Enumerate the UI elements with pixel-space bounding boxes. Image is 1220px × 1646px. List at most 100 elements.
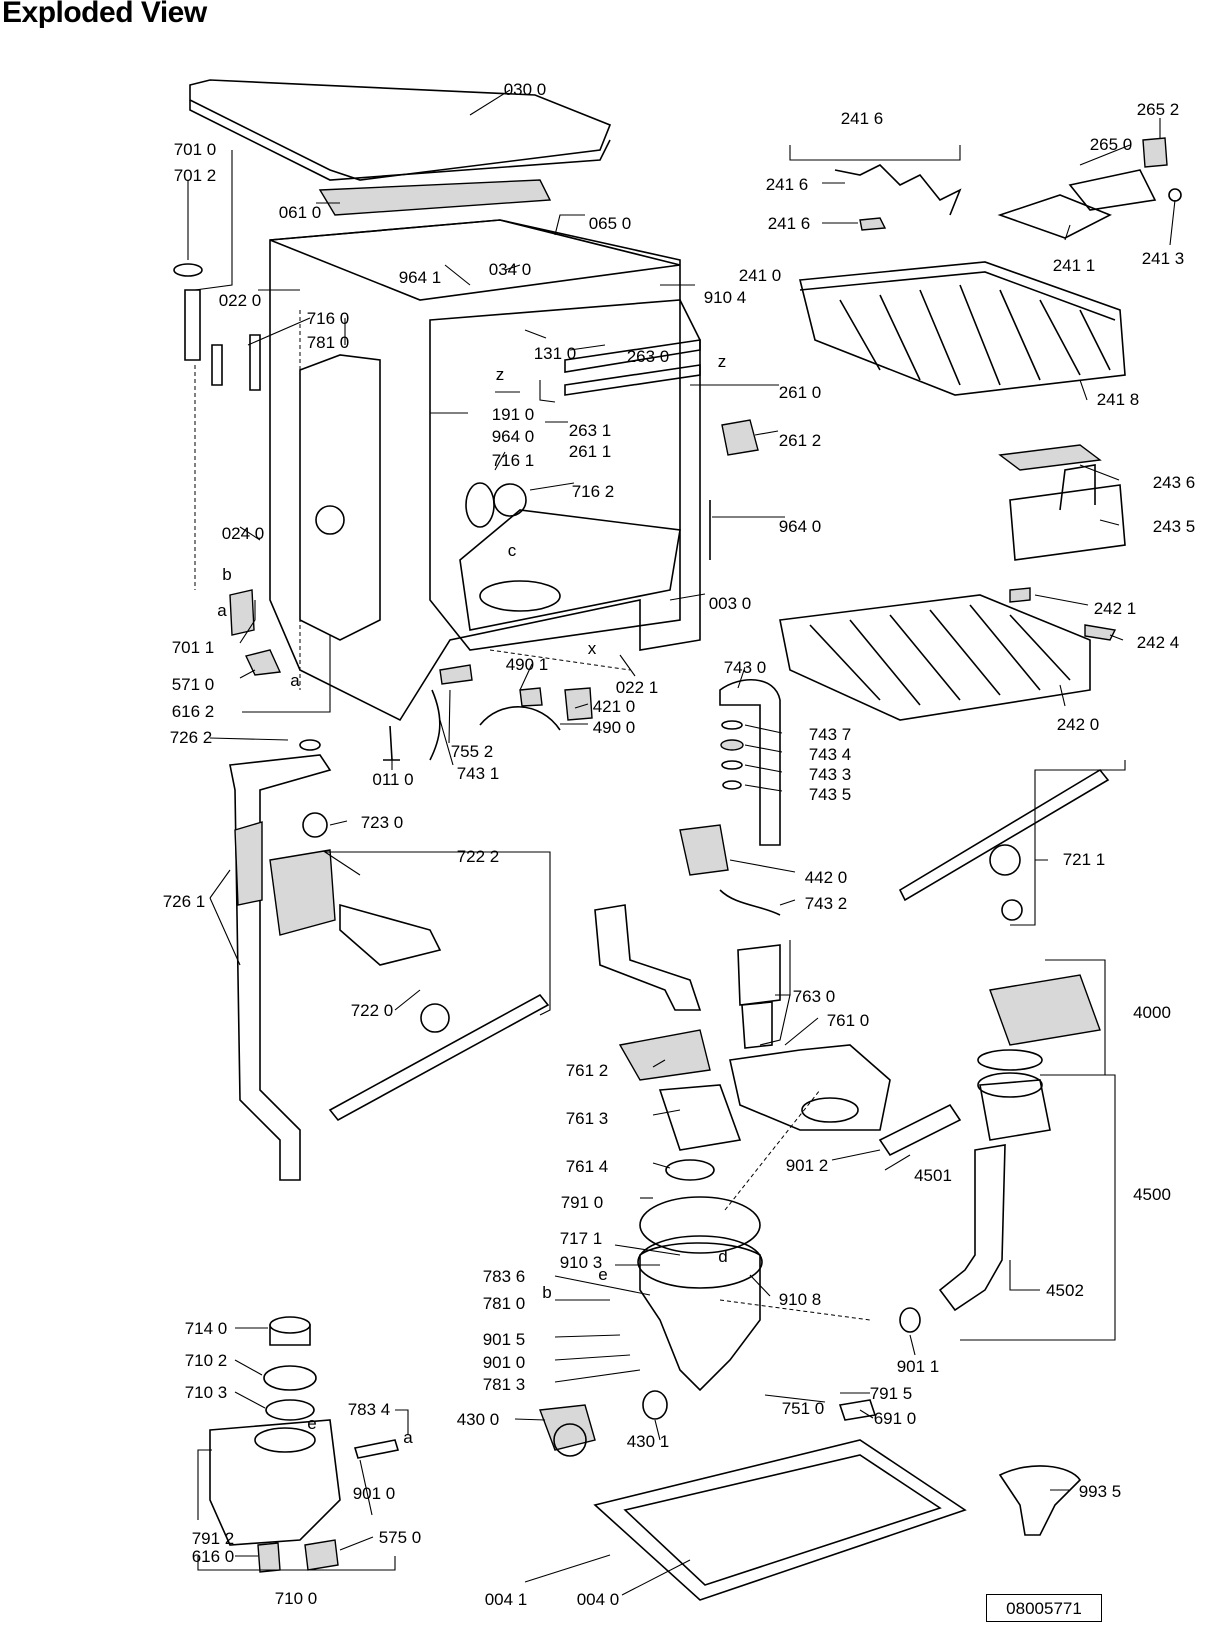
nut-723 <box>302 812 328 838</box>
callout-label: 034 0 <box>489 260 532 279</box>
tub-side-port-right <box>493 483 527 517</box>
connection-letter: d <box>718 1247 727 1266</box>
dash-line-5 <box>719 1299 871 1321</box>
tub-top-rim <box>269 219 681 301</box>
upper-basket <box>798 261 1126 396</box>
callout-label: 065 0 <box>589 214 632 233</box>
callout-labels: 030 0 701 0 701 2 061 0 065 0 022 0 034 … <box>163 80 1196 1609</box>
callout-label: 616 2 <box>172 702 215 721</box>
spray-arm-722 <box>328 993 550 1122</box>
callout-label: 783 6 <box>483 1267 526 1286</box>
spray-arm-bracket <box>269 849 336 936</box>
callout-label: 442 0 <box>805 868 848 887</box>
spray-arm-721-hub <box>989 844 1021 876</box>
heater-691 <box>838 1399 877 1421</box>
tub-side-port <box>465 482 495 528</box>
callout-label: 241 0 <box>739 266 782 285</box>
part-drawings <box>173 79 1182 1601</box>
callout-label: 691 0 <box>874 1409 917 1428</box>
valve-783-4 <box>353 1439 400 1459</box>
callout-label: 131 0 <box>534 344 577 363</box>
callout-label: 710 3 <box>185 1383 228 1402</box>
cutlery-basket-cover <box>998 444 1102 471</box>
spray-arm-721-nut <box>1001 899 1023 921</box>
feed-tube-743-0 <box>719 679 781 846</box>
callout-label: 743 4 <box>809 745 852 764</box>
seal-4000 <box>977 1049 1043 1071</box>
lower-basket-roller <box>1009 587 1031 603</box>
callout-label: 241 8 <box>1097 390 1140 409</box>
sensor-616 <box>257 1542 281 1573</box>
callout-label: 003 0 <box>709 594 752 613</box>
callout-label: 721 1 <box>1063 850 1106 869</box>
callout-label: 571 0 <box>172 675 215 694</box>
callout-label: 761 3 <box>566 1109 609 1128</box>
clamp-901-1 <box>899 1307 921 1333</box>
callout-label: 241 6 <box>768 214 811 233</box>
callout-label: 243 6 <box>1153 473 1196 492</box>
connection-letter: x <box>588 639 597 658</box>
pressure-switch-575 <box>304 1539 339 1571</box>
callout-label: 781 3 <box>483 1375 526 1394</box>
connection-letter: z <box>718 352 727 371</box>
callout-label: 616 0 <box>192 1547 235 1566</box>
lower-basket <box>779 594 1091 721</box>
plug-490-1 <box>519 687 543 707</box>
callout-label: 265 0 <box>1090 135 1133 154</box>
callout-label: 263 0 <box>627 347 670 366</box>
rail-261-0 <box>564 364 701 396</box>
seal-430-1 <box>642 1390 668 1420</box>
callout-label: 716 1 <box>492 451 535 470</box>
hose-4501 <box>878 1103 962 1157</box>
callout-label: 263 1 <box>569 421 612 440</box>
callout-label: 701 1 <box>172 638 215 657</box>
callout-label: 4501 <box>914 1166 952 1185</box>
leader-lines <box>187 89 1176 1596</box>
callout-label: 241 6 <box>766 175 809 194</box>
callout-label: 265 2 <box>1137 100 1180 119</box>
side-insulation-panel <box>299 354 381 641</box>
worktop-lid-rim <box>189 100 611 181</box>
callout-label: 004 1 <box>485 1590 528 1609</box>
callout-label: 791 0 <box>561 1193 604 1212</box>
callout-label: 761 2 <box>566 1061 609 1080</box>
basket-stop-242-4 <box>1084 624 1117 641</box>
callout-label: 901 1 <box>897 1357 940 1376</box>
filter-plate-761-0 <box>729 1044 891 1131</box>
callout-label: 964 0 <box>492 427 535 446</box>
tub-sump-opening <box>479 580 561 612</box>
circulation-pump-4000 <box>989 974 1101 1046</box>
document-id-box: 08005771 <box>986 1594 1102 1622</box>
callout-label: 710 2 <box>185 1351 228 1370</box>
callout-label: 4502 <box>1046 1281 1084 1300</box>
pipe-connector-726-1 <box>234 821 263 906</box>
callout-label: 261 1 <box>569 442 612 461</box>
callout-label: 763 0 <box>793 987 836 1006</box>
callout-label: 761 4 <box>566 1157 609 1176</box>
hose-4502 <box>938 1144 1006 1312</box>
worktop-lid <box>189 79 612 181</box>
hinge-spring-701 <box>184 289 201 361</box>
foot-011 <box>383 725 400 761</box>
filter-763 <box>737 944 781 1006</box>
tub-outer-frame <box>269 219 701 722</box>
connection-letter: a <box>290 671 300 690</box>
callout-label: 722 0 <box>351 1001 394 1020</box>
callout-label: 743 1 <box>457 764 500 783</box>
callout-label: 242 0 <box>1057 715 1100 734</box>
callout-label: 430 0 <box>457 1410 500 1429</box>
callout-label: 490 1 <box>506 655 549 674</box>
sump-pipe-761 <box>594 904 702 1011</box>
cutlery-basket <box>1009 484 1126 561</box>
lower-basket-grid <box>809 604 1071 706</box>
callout-label: 761 0 <box>827 1011 870 1030</box>
callout-label: 241 3 <box>1142 249 1185 268</box>
connection-letter: b <box>222 565 231 584</box>
callout-label: 964 1 <box>399 268 442 287</box>
softener-cap-top <box>269 1316 311 1334</box>
callout-label: 743 5 <box>809 785 852 804</box>
callout-label: 022 1 <box>616 678 659 697</box>
callout-label: 710 0 <box>275 1589 318 1608</box>
door-link-755-2 <box>439 664 473 685</box>
